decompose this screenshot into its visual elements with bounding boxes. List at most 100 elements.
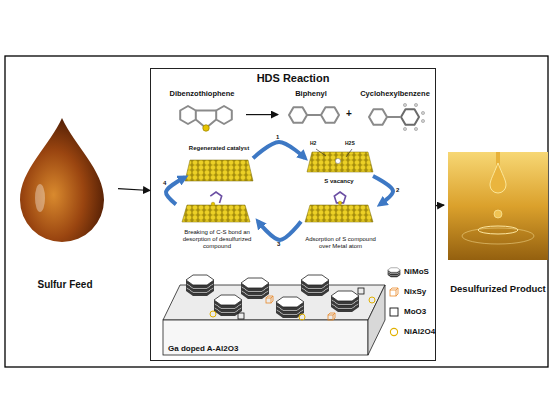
catalyst-surface	[185, 160, 253, 181]
molecule-drawing	[321, 107, 339, 123]
legend-text: MoO3	[404, 307, 426, 316]
reaction-panel: DibenzothiopheneBiphenylCyclohexylbenzen…	[150, 68, 436, 361]
node-text: Cyclohexylbenzene	[360, 90, 430, 99]
node-text: Desulfurized Product	[450, 284, 546, 295]
nimos-stacks	[301, 275, 329, 296]
nimos-stacks	[186, 275, 359, 318]
support-slab	[163, 320, 368, 355]
legend-entry: MoO3	[404, 305, 426, 319]
molecule-drawing	[289, 107, 307, 123]
molecule-drawing	[421, 111, 424, 114]
molecule-drawing	[203, 125, 209, 131]
flow-arrow	[436, 205, 444, 207]
step-number: 3	[277, 241, 280, 248]
catalyst-surface	[307, 152, 373, 172]
slab-particles	[210, 311, 216, 317]
adsorbed-molecule	[211, 202, 215, 206]
legend-text: NiAl2O4	[404, 327, 435, 336]
molecule-drawing	[414, 127, 417, 130]
product-photo	[462, 228, 534, 244]
molecule-drawing	[180, 106, 196, 124]
step-number: 2	[396, 187, 399, 194]
nimos-stacks	[331, 291, 359, 312]
slab-particles	[266, 296, 273, 303]
flow-arrow	[118, 189, 150, 191]
product-photo: Desulfurized Product	[444, 150, 552, 295]
oil-drop	[20, 118, 104, 242]
node-text: S vacancy	[324, 178, 353, 185]
nimos-stacks	[241, 278, 269, 299]
legend-entry: NixSy	[404, 285, 426, 299]
gas-path	[316, 149, 352, 157]
product-photo	[494, 210, 502, 218]
cycle-arrow	[373, 176, 393, 204]
slab-particles	[266, 298, 271, 303]
legend-symbols	[388, 268, 401, 336]
legend-text: NixSy	[404, 287, 426, 296]
adsorbed-molecule	[210, 192, 221, 203]
molecule-drawing	[216, 106, 232, 124]
nimos-stacks	[186, 275, 214, 296]
node-text: Adsorption of S compound over Metal atom	[301, 236, 380, 250]
step-number: 1	[276, 134, 279, 141]
molecule-drawing	[421, 119, 424, 122]
cycle-arrow	[253, 142, 305, 158]
catalyst-surface	[305, 205, 373, 222]
slab-particles	[333, 313, 335, 315]
node-text: Regenerated catalyst	[189, 145, 249, 152]
legend-symbols	[390, 288, 398, 296]
product-photo	[478, 226, 518, 234]
legend-entry: NiAl2O4	[404, 325, 435, 339]
molecule-drawing	[414, 103, 417, 106]
slab-particles	[328, 313, 335, 320]
catalyst-stage: Breaking of C-S bond an desorption of de…	[176, 193, 258, 250]
legend-symbols	[390, 290, 396, 296]
legend-symbols	[396, 288, 398, 290]
legend-entry: NiMoS	[404, 265, 429, 279]
product-photo	[448, 152, 548, 260]
plus-sign: +	[346, 108, 352, 119]
molecule-drawing	[403, 127, 406, 130]
flow-arrow	[246, 114, 278, 115]
product-photo	[448, 152, 548, 260]
catalyst-stage: S vacancy	[305, 140, 373, 185]
molecule-drawing	[401, 109, 419, 125]
slab-particles	[328, 313, 335, 320]
catalyst-stage: Adsorption of S compound over Metal atom	[301, 193, 380, 250]
feed-drop: Sulfur Feed	[12, 112, 118, 290]
slab-particles	[238, 313, 244, 319]
gas-label: H2S	[345, 141, 355, 147]
legend-symbols	[390, 308, 398, 316]
catalyst-surface	[335, 158, 340, 163]
molecule-drawing	[403, 103, 424, 130]
legend-text: NiMoS	[404, 267, 429, 276]
cycle-arrow	[166, 177, 185, 204]
catalyst-stage: Regenerated catalyst	[185, 145, 253, 183]
molecule-box: Biphenyl	[278, 86, 344, 138]
legend-symbols	[390, 288, 398, 296]
molecule-drawing	[369, 109, 387, 125]
molecule-box: Cyclohexylbenzene	[356, 86, 434, 138]
node-text: Sulfur Feed	[37, 279, 92, 291]
oil-drop	[35, 184, 45, 212]
oil-drop	[20, 118, 104, 242]
molecule-drawing	[180, 103, 424, 131]
node-text: Ga doped A-Al2O3	[168, 344, 238, 353]
product-photo	[490, 163, 506, 193]
gas-label: H2	[310, 141, 316, 147]
slab-particles	[369, 297, 375, 303]
slab-particles	[210, 288, 375, 320]
molecule-drawing	[403, 103, 406, 106]
legend-symbols	[390, 328, 397, 335]
catalyst-surface	[182, 152, 373, 222]
legend-symbols	[388, 268, 401, 277]
step-number: 4	[163, 180, 166, 187]
adsorbed-molecule	[210, 192, 345, 206]
node-text: Breaking of C-S bond an desorption of de…	[176, 229, 258, 250]
catalyst-surface	[182, 205, 250, 222]
slab-particles	[358, 288, 364, 294]
slab-particles	[266, 296, 273, 303]
